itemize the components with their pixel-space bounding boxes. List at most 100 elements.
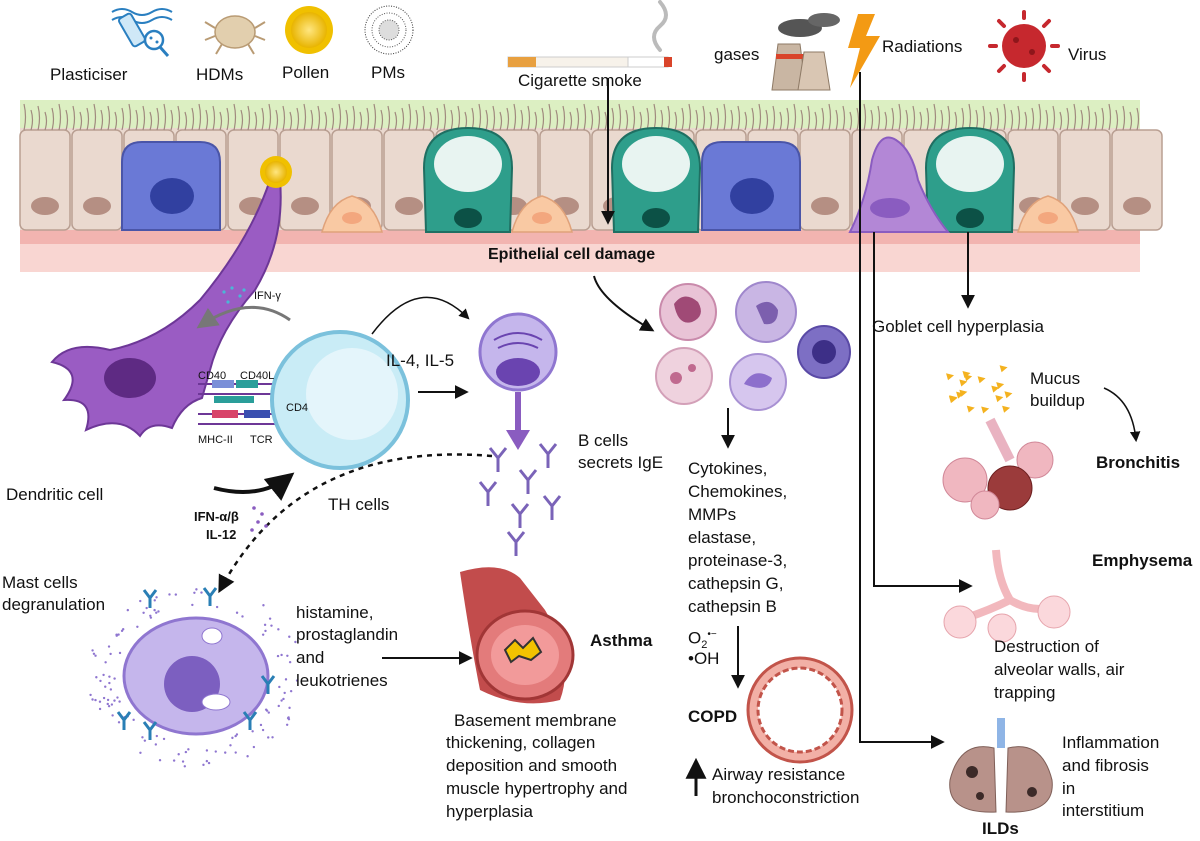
granule (117, 721, 121, 724)
cilium (576, 107, 580, 131)
copd-mediator-1: Cytokines, (688, 459, 768, 478)
inflammation-label-1: Inflammation (1062, 733, 1160, 752)
cilium (905, 109, 909, 131)
cilium (387, 105, 391, 131)
cytokine-dot (264, 524, 268, 528)
granule (202, 763, 205, 767)
mucus-particle (1002, 405, 1011, 413)
th-cells-label: TH cells (328, 495, 390, 514)
asthma-airway (460, 567, 575, 704)
peach-cell (321, 195, 383, 233)
pms-label: PMs (371, 63, 405, 82)
mucin-granules (936, 136, 1004, 192)
granule (214, 750, 217, 753)
copd-mediator-5: proteinase-3, (688, 551, 788, 570)
granule (149, 614, 152, 617)
cilium (163, 103, 167, 131)
cd40l-label: CD40L (240, 370, 275, 382)
bcells-label-1: B cells (578, 431, 629, 450)
cilium (513, 103, 517, 131)
cilium (247, 105, 251, 131)
cilia (23, 103, 1140, 131)
mucus-label-1: Mucus (1030, 369, 1081, 388)
granule (106, 698, 110, 702)
cilium (611, 107, 615, 131)
mucus-label-2: buildup (1030, 391, 1085, 410)
granule (118, 700, 121, 703)
il12-label: IL-12 (206, 527, 237, 542)
cilium (233, 103, 237, 131)
o2-label: O2•− (688, 624, 717, 656)
receptor-ige (260, 675, 276, 694)
granule (162, 737, 166, 741)
cytokine-dot (242, 288, 246, 292)
cilium (940, 109, 944, 131)
cilium (807, 105, 811, 131)
granule (234, 751, 237, 754)
cilium (1024, 111, 1028, 131)
granule (98, 700, 102, 703)
goblet-nucleus (454, 208, 482, 228)
cilium (219, 111, 223, 131)
cilium (429, 111, 433, 131)
copd-mediator-6: cathepsin G, (688, 574, 784, 593)
cilium (723, 103, 727, 131)
granule (113, 677, 116, 680)
asthma-desc-3: deposition and smooth (446, 756, 618, 775)
cilium (828, 103, 832, 131)
cilium (303, 103, 307, 131)
cilium (352, 105, 356, 131)
radiations-label: Radiations (882, 37, 963, 56)
mast-cell (122, 616, 270, 736)
cilium (485, 109, 489, 131)
goblet-hyperplasia-label: Goblet cell hyperplasia (872, 317, 1044, 336)
cilium (1017, 105, 1021, 131)
o2-superscript: •− (707, 629, 717, 640)
granule (200, 591, 203, 594)
mast-label-2: degranulation (2, 595, 106, 614)
granule (283, 691, 286, 695)
cilium (702, 105, 706, 131)
cilium (548, 103, 552, 131)
airway-label-2: bronchoconstriction (712, 788, 860, 807)
cilium (373, 103, 377, 131)
cytokine-dot (230, 286, 234, 290)
mucus-particle (966, 405, 975, 413)
dendritic-cell-label: Dendritic cell (6, 485, 104, 504)
cilium (443, 103, 447, 131)
asthma-label: Asthma (590, 631, 653, 650)
granule (278, 685, 281, 689)
cilium (261, 107, 265, 131)
cell-nucleus (395, 197, 423, 215)
cilium (1052, 105, 1056, 131)
inflammation-label-2: and fibrosis (1062, 756, 1149, 775)
granule (261, 728, 265, 732)
inflammation-label-3: in (1062, 779, 1076, 798)
cilium (212, 105, 216, 131)
cilium (604, 111, 608, 131)
ige-antibody (488, 447, 508, 472)
cilium (534, 111, 538, 131)
cilium (737, 105, 741, 131)
cilium (625, 109, 629, 131)
cilium (72, 105, 76, 131)
virus-icon (988, 10, 1060, 82)
cilium (310, 109, 314, 131)
mediators-label-3: and (296, 648, 325, 667)
granule (234, 734, 237, 738)
cilium (758, 103, 762, 131)
factory-icon (771, 13, 840, 91)
cilium (1094, 111, 1098, 131)
granule (280, 653, 283, 657)
ifn-gamma-label: IFN-γ (254, 290, 281, 302)
granule (107, 704, 111, 708)
granule (280, 699, 283, 702)
lightning-icon (848, 14, 880, 88)
ifn-gamma-dots (222, 286, 246, 304)
granule (109, 652, 112, 656)
cilium (296, 107, 300, 131)
peach-cell (511, 195, 573, 233)
emphysema-label: Emphysema (1092, 551, 1193, 570)
cigarette-icon (507, 0, 672, 68)
granule (241, 615, 244, 618)
